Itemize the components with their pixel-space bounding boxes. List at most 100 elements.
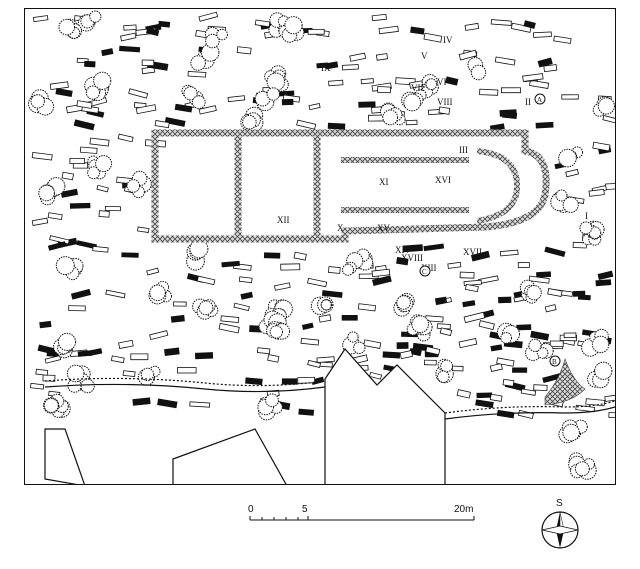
label-numeral-xviii: XVIII — [401, 253, 423, 263]
grave-marker — [76, 100, 93, 109]
grave-marker — [189, 401, 211, 408]
tree-clump — [342, 331, 366, 355]
grave-marker — [73, 119, 95, 131]
grave-marker — [530, 330, 550, 341]
grave-marker — [595, 279, 612, 287]
grave-marker — [293, 251, 307, 261]
tree-clump — [186, 239, 209, 271]
label-circled-a: A — [537, 96, 542, 104]
grave-marker — [529, 79, 550, 89]
grave-marker — [458, 338, 478, 349]
grave-marker — [543, 64, 558, 73]
grave-marker — [523, 20, 536, 29]
grave-marker — [92, 245, 109, 253]
tree-clump — [192, 298, 219, 320]
grave-marker — [318, 314, 332, 323]
grave-marker — [256, 347, 271, 355]
grave-marker — [84, 60, 96, 68]
grave-marker — [328, 79, 344, 87]
grave-marker — [502, 378, 515, 387]
scale-bar: 0 5 20m — [248, 504, 475, 521]
grave-marker — [464, 283, 479, 293]
grave-marker — [98, 210, 110, 218]
grave-marker — [240, 291, 254, 300]
grave-marker — [44, 355, 62, 364]
grave-marker — [170, 314, 185, 323]
label-numeral-xii: XII — [277, 215, 290, 225]
grave-marker — [307, 277, 328, 288]
tree-clump — [380, 102, 406, 126]
grave-marker — [123, 24, 137, 31]
grave-marker — [423, 243, 445, 252]
tree-clump — [550, 189, 579, 213]
label-numeral-xv: XV — [377, 223, 390, 233]
grave-marker — [164, 117, 186, 127]
grave-marker — [164, 347, 180, 357]
tree-clump — [558, 146, 584, 168]
grave-marker — [274, 282, 291, 291]
tree-clump — [519, 279, 542, 304]
grave-marker — [377, 86, 392, 94]
grave-marker — [194, 352, 214, 360]
label-numeral-v: V — [421, 51, 428, 61]
grave-marker — [439, 327, 453, 337]
grave-marker — [121, 252, 139, 258]
grave-marker — [358, 101, 376, 108]
grave-marker — [405, 119, 418, 126]
site-plan-map: IV V IX VI VII VIII II III XI XVI XII X … — [24, 8, 616, 485]
grave-marker — [316, 356, 335, 364]
grave-marker — [604, 393, 615, 402]
grave-marker — [592, 141, 611, 152]
grave-marker — [141, 66, 156, 75]
label-numeral-ii: II — [525, 97, 531, 107]
grave-marker — [32, 15, 49, 23]
tree-clump — [77, 10, 102, 32]
grave-marker — [517, 409, 534, 420]
grave-marker — [479, 88, 499, 96]
grave-marker — [132, 397, 151, 406]
tree-clump — [28, 89, 55, 116]
grave-marker — [227, 95, 246, 103]
tree-clump — [587, 361, 613, 389]
grave-marker — [396, 257, 409, 266]
grave-marker — [572, 241, 587, 249]
grave-marker — [321, 290, 343, 298]
grave-marker — [464, 22, 480, 31]
grave-marker — [498, 296, 512, 304]
grave-marker — [489, 393, 503, 402]
grave-marker — [130, 353, 149, 361]
grave-marker — [478, 320, 495, 331]
grave-marker — [371, 13, 387, 22]
grave-marker — [378, 25, 399, 35]
grave-marker — [410, 26, 425, 35]
church-foundation-walls — [151, 129, 550, 243]
grave-marker — [280, 263, 301, 271]
grave-marker — [176, 367, 197, 374]
label-numeral-xvii: XVII — [463, 247, 482, 257]
tree-clump — [84, 71, 112, 102]
tree-clump — [181, 84, 206, 110]
grave-marker — [423, 32, 443, 43]
grave-marker — [375, 53, 388, 61]
tree-clump — [137, 365, 161, 386]
grave-marker — [499, 249, 519, 257]
grave-marker — [434, 296, 448, 305]
compass-direction-label: S — [556, 498, 563, 509]
grave-marker — [399, 350, 413, 360]
label-numeral-xiv: XIV — [395, 245, 411, 255]
grave-marker — [458, 49, 478, 61]
grave-marker — [537, 57, 553, 68]
tree-clump — [401, 88, 427, 112]
grave-marker — [512, 367, 528, 373]
label-numeral-xi: XI — [379, 177, 389, 187]
grave-marker — [489, 363, 503, 372]
label-numeral-ix: IX — [321, 63, 331, 73]
grave-marker — [499, 109, 517, 117]
scale-tick-5: 5 — [302, 504, 308, 515]
grave-marker — [447, 261, 462, 269]
grave-marker — [221, 260, 240, 268]
grave-marker — [425, 346, 441, 356]
grave-marker — [236, 46, 252, 55]
grave-marker — [69, 157, 86, 165]
grave-marker — [157, 398, 178, 409]
